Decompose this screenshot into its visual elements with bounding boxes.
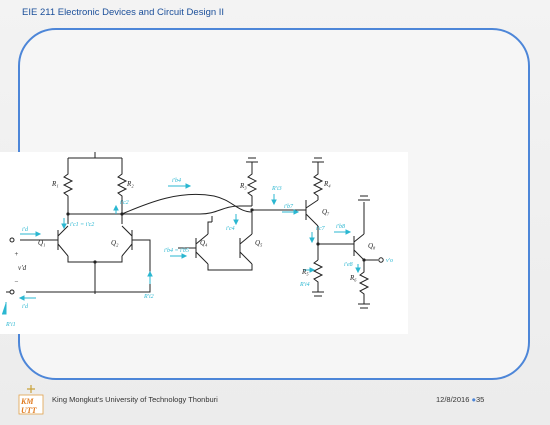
q5-label: Q₅ [255, 239, 263, 247]
q4-label: Q₄ [200, 239, 208, 247]
q7-label: Q₇ [322, 208, 330, 216]
r2-label: R₂ [126, 180, 134, 188]
r3-label: R₃ [239, 182, 247, 190]
ib7-label: i'b7 [284, 204, 294, 210]
plus-label: + [14, 250, 19, 258]
footer-date-page: 12/8/2016 ●35 [436, 395, 484, 404]
ie8-label: i'e8 [344, 262, 353, 268]
circuit-diagram: R₁ R₂ Q₁ Q₂ Q₄ Q₅ R₃ R₄ Q₇ R₅ Q₈ R₆ v'd … [0, 152, 408, 334]
kmutt-logo: KM UTT [18, 385, 44, 415]
footer-university: King Mongkut's University of Technology … [52, 395, 218, 404]
footer-bullet-icon: ● [471, 395, 476, 404]
r6-label: R₆ [349, 274, 357, 282]
page-number: 35 [476, 395, 485, 404]
q2-label: Q₂ [111, 239, 119, 247]
svg-text:UTT: UTT [21, 406, 38, 415]
r5-label: R₅ [301, 268, 309, 276]
vd-label: v'd [18, 264, 27, 272]
ib8-label: i'b8 [336, 224, 345, 230]
footer-date: 12/8/2016 [436, 395, 470, 404]
ib4-label: i'b4 [172, 177, 181, 184]
slide-header: EIE 211 Electronic Devices and Circuit D… [22, 7, 225, 18]
ic1-ic2-label: i'c1 = i'c2 [70, 222, 94, 228]
q1-label: Q₁ [38, 239, 46, 247]
ic7-label: i'c7 [316, 226, 326, 232]
ri3-label: R'i3 [271, 186, 282, 192]
ri4-label: R'i4 [299, 281, 310, 288]
minus-label: − [14, 278, 19, 286]
ic2-label: i'c2 [120, 200, 129, 206]
id-bottom-label: i'd [22, 304, 29, 310]
q8-label: Q₈ [368, 242, 376, 250]
ic4-label: i'c4 [226, 225, 235, 232]
ri1-label: R'i1 [5, 322, 16, 328]
r4-label: R₄ [323, 180, 331, 188]
ib4-ib5-label: i'b4 = i'b5 [164, 247, 189, 254]
id-label: i'd [22, 227, 29, 233]
r1-label: R₁ [51, 180, 59, 188]
vo-label: v'o [386, 258, 393, 264]
ri2-label: R'i2 [143, 294, 154, 300]
svg-text:KM: KM [20, 397, 34, 406]
